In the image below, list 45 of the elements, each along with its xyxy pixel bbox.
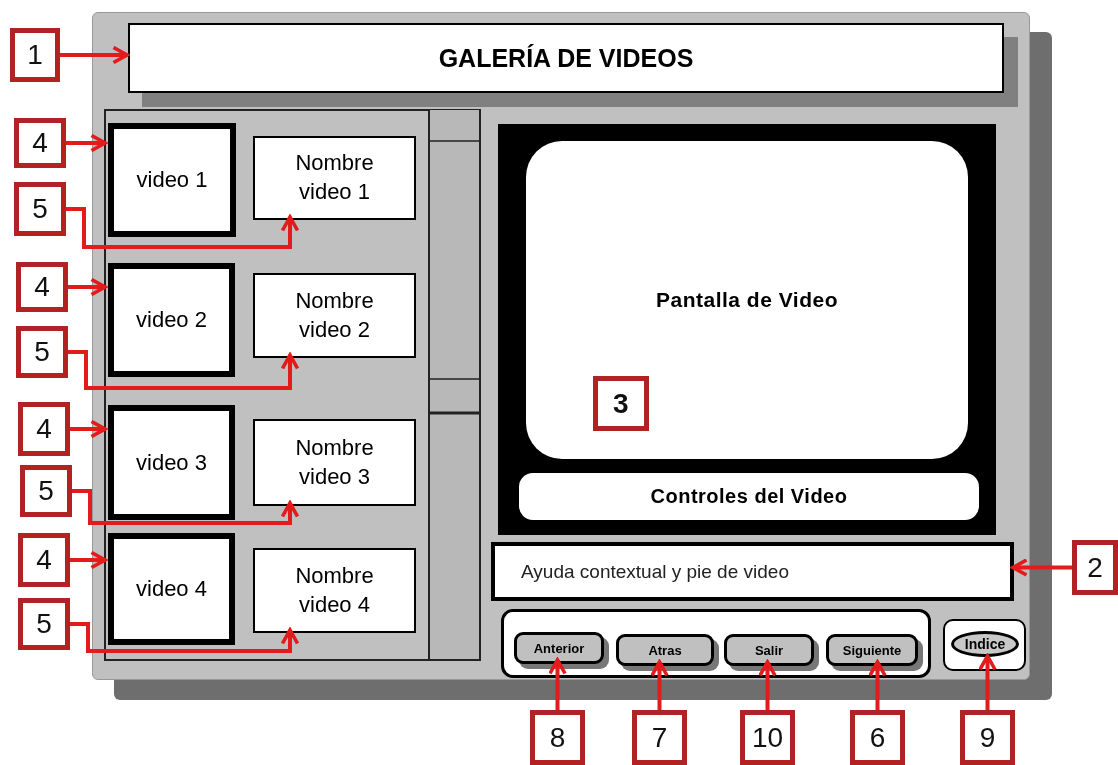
callout-number: 10 bbox=[740, 710, 795, 765]
callout-number: 9 bbox=[960, 710, 1015, 765]
video-name-box: Nombre video 2 bbox=[253, 273, 416, 358]
video-player-frame bbox=[498, 124, 996, 535]
video-name-box: Nombre video 1 bbox=[253, 136, 416, 220]
arrow bbox=[70, 622, 300, 653]
callout-number: 3 bbox=[593, 376, 649, 431]
callout-number: 2 bbox=[1072, 540, 1118, 595]
callout-number: 5 bbox=[20, 465, 72, 517]
callout-number: 1 bbox=[10, 28, 60, 82]
video-thumbnail: video 4 bbox=[108, 533, 235, 645]
video-name-box: Nombre video 4 bbox=[253, 548, 416, 633]
callout-number: 7 bbox=[632, 710, 687, 765]
video-thumbnail: video 1 bbox=[108, 123, 236, 237]
callout-number: 8 bbox=[530, 710, 585, 765]
callout-number: 4 bbox=[14, 118, 66, 168]
callout-number: 4 bbox=[18, 533, 70, 587]
callout-number: 5 bbox=[16, 326, 68, 378]
video-controls-bar: Controles del Video bbox=[519, 473, 979, 520]
video-thumbnail: video 2 bbox=[108, 263, 235, 377]
callout-number: 5 bbox=[14, 182, 66, 236]
video-screen: Pantalla de Video 3 bbox=[526, 141, 968, 459]
callout-number: 6 bbox=[850, 710, 905, 765]
arrow bbox=[68, 277, 107, 297]
arrow bbox=[868, 660, 887, 710]
arrow bbox=[60, 45, 129, 65]
video-thumbnail: video 3 bbox=[108, 405, 235, 520]
callout-number: 4 bbox=[16, 262, 68, 312]
arrow bbox=[70, 419, 107, 439]
video-name-box: Nombre video 3 bbox=[253, 419, 416, 506]
callout-number: 5 bbox=[18, 598, 70, 650]
arrow bbox=[70, 550, 107, 570]
arrow bbox=[758, 660, 777, 710]
arrow bbox=[650, 660, 669, 710]
callout-number: 4 bbox=[18, 402, 70, 456]
navigation-button-group bbox=[501, 609, 931, 678]
video-list-panel bbox=[104, 109, 479, 661]
arrow bbox=[978, 654, 997, 710]
arrow bbox=[68, 350, 300, 390]
arrow bbox=[548, 658, 567, 710]
arrow bbox=[72, 489, 300, 525]
arrow bbox=[66, 207, 300, 249]
arrow bbox=[1011, 558, 1072, 577]
help-caption-box: Ayuda contextual y pie de video bbox=[491, 542, 1014, 601]
arrow bbox=[66, 133, 107, 153]
